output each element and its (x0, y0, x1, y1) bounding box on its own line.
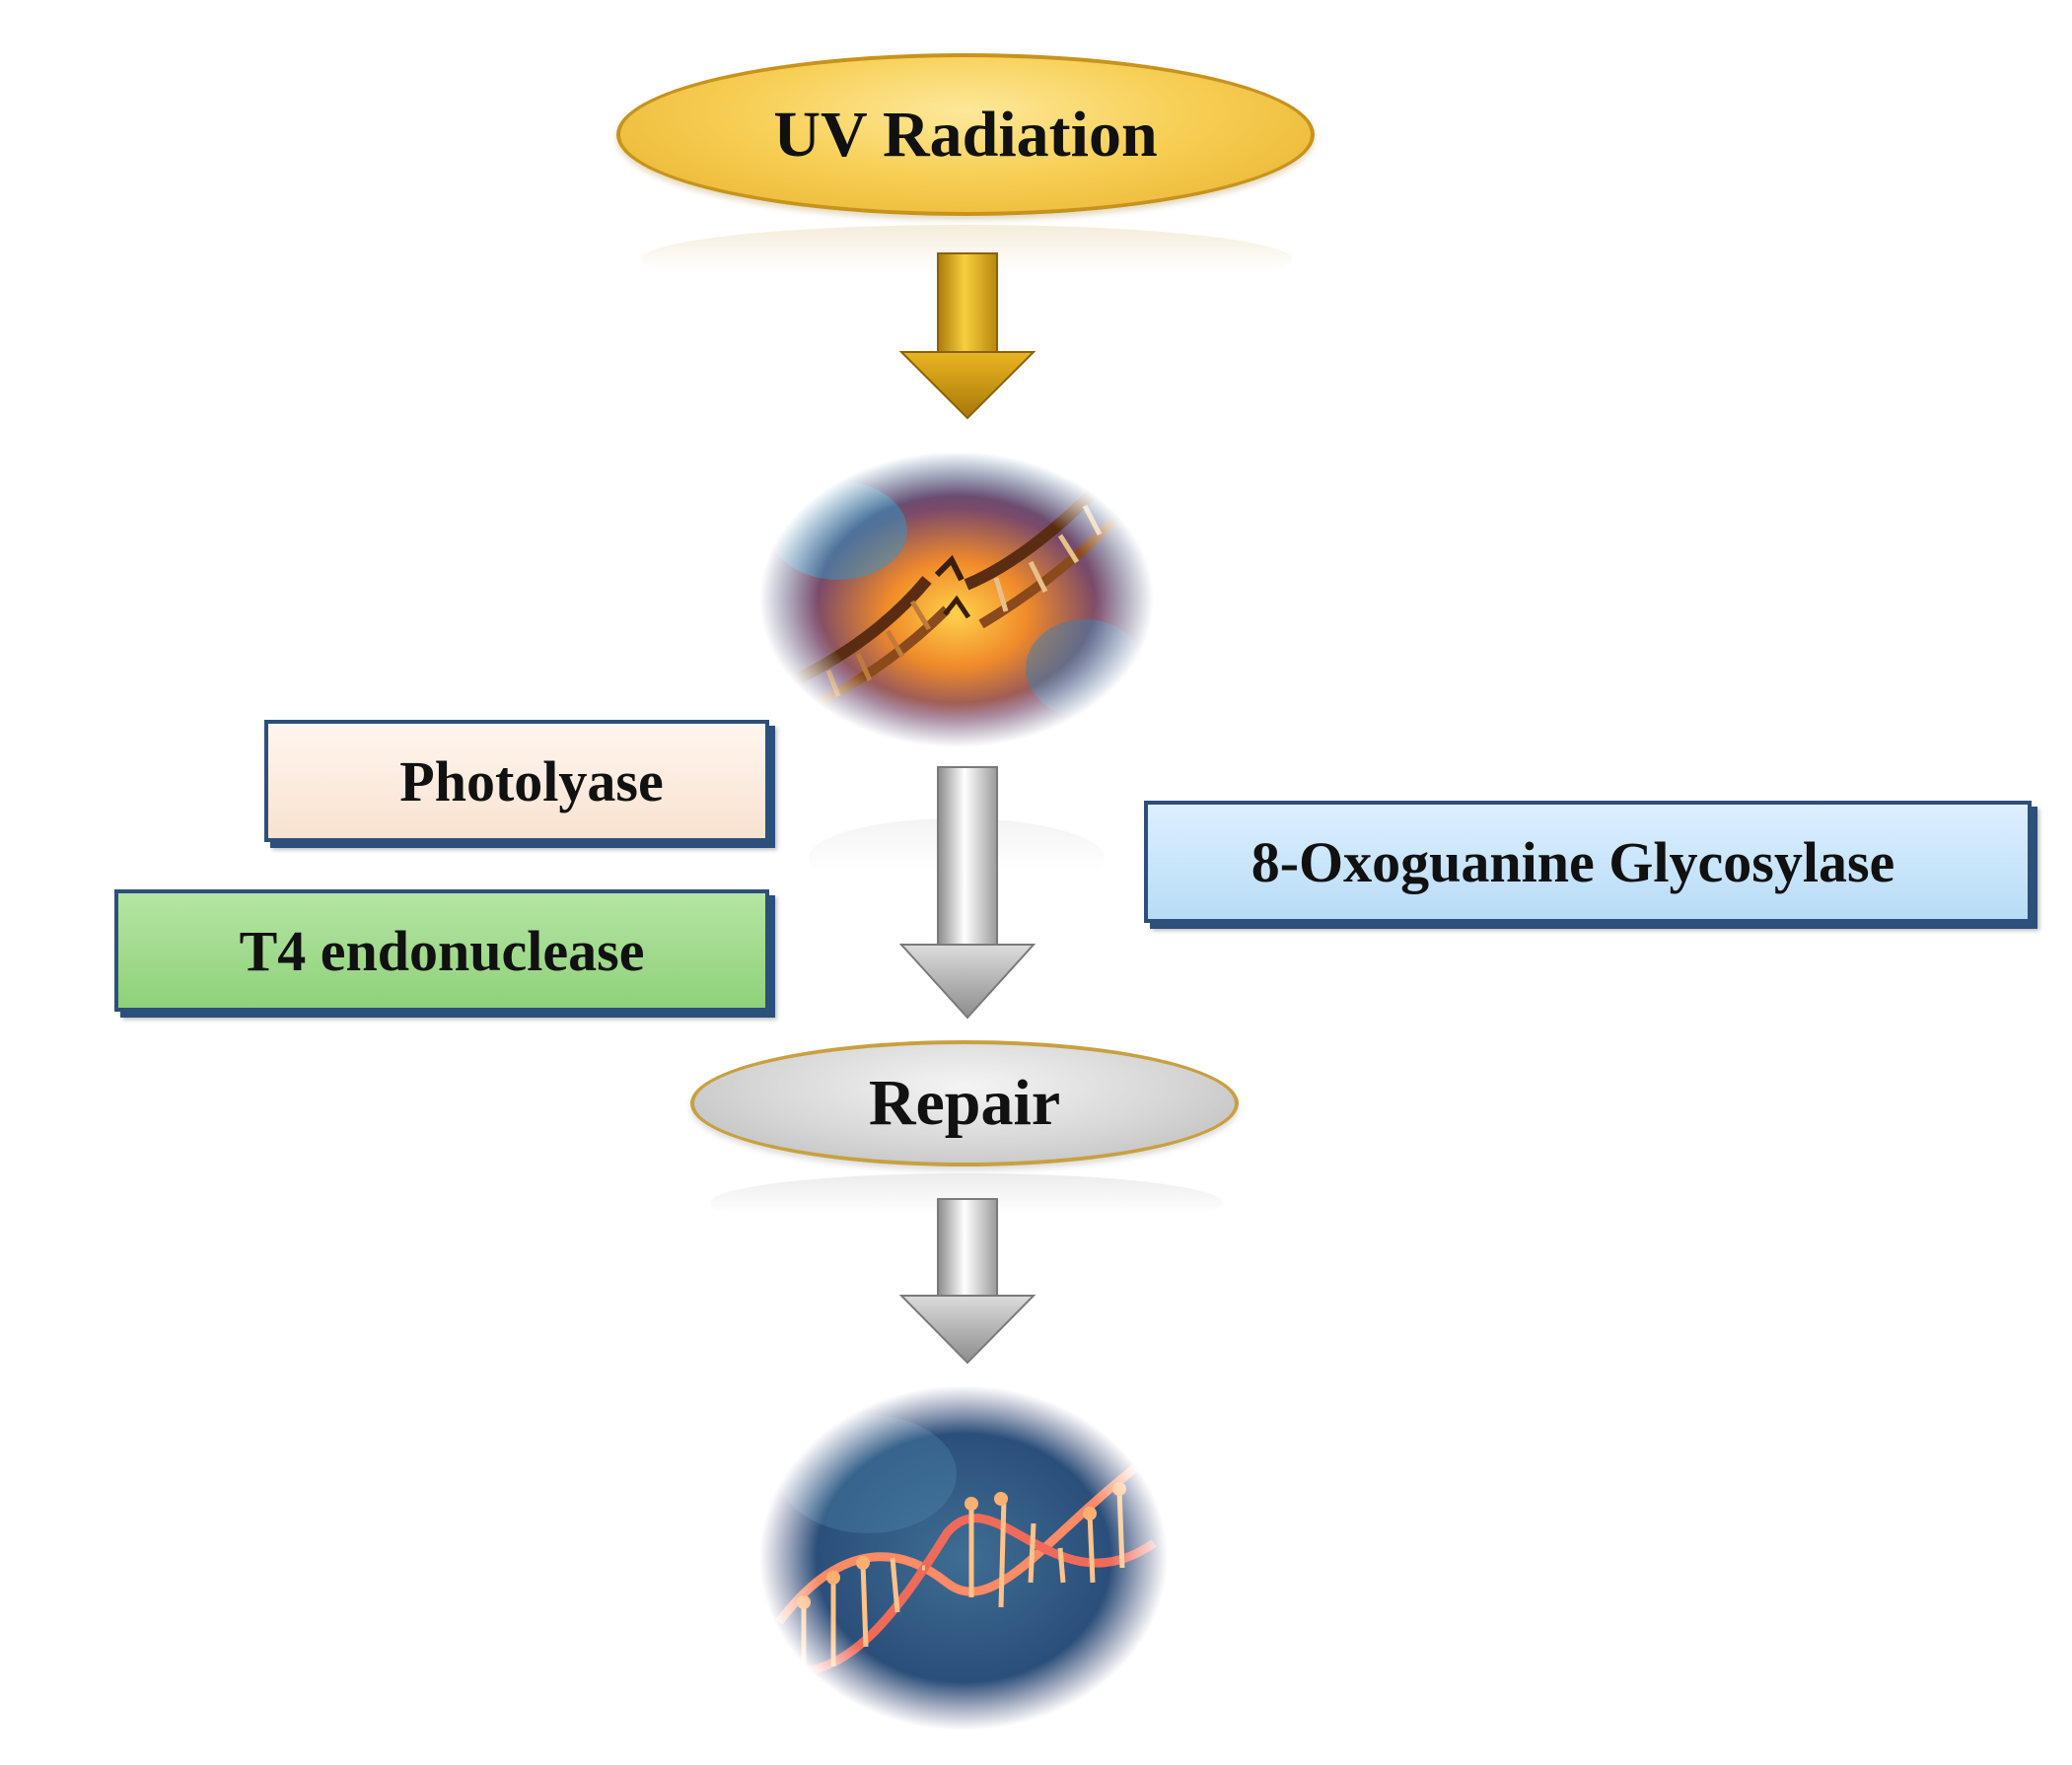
broken-dna-icon (759, 452, 1154, 747)
t4-endonuclease-box: T4 endonuclease (114, 889, 769, 1012)
grey-arrow-down-icon (898, 766, 1036, 1020)
repaired-dna-icon (759, 1385, 1168, 1730)
grey-arrow-down-icon-2 (898, 1198, 1036, 1365)
repaired-dna-image (759, 1385, 1168, 1730)
repair-node: Repair (690, 1040, 1239, 1166)
oxoguanine-glycosylase-box: 8-Oxoguanine Glycosylase (1144, 801, 2032, 923)
uv-radiation-node: UV Radiation (616, 53, 1315, 216)
repair-label: Repair (868, 1067, 1061, 1139)
oxoguanine-glycosylase-label: 8-Oxoguanine Glycosylase (1250, 829, 1895, 894)
uv-radiation-label: UV Radiation (773, 98, 1158, 171)
photolyase-box: Photolyase (264, 720, 769, 842)
photolyase-label: Photolyase (399, 748, 664, 813)
t4-endonuclease-label: T4 endonuclease (239, 918, 645, 983)
gold-arrow-down-icon (898, 252, 1036, 420)
damaged-dna-image (759, 452, 1154, 747)
